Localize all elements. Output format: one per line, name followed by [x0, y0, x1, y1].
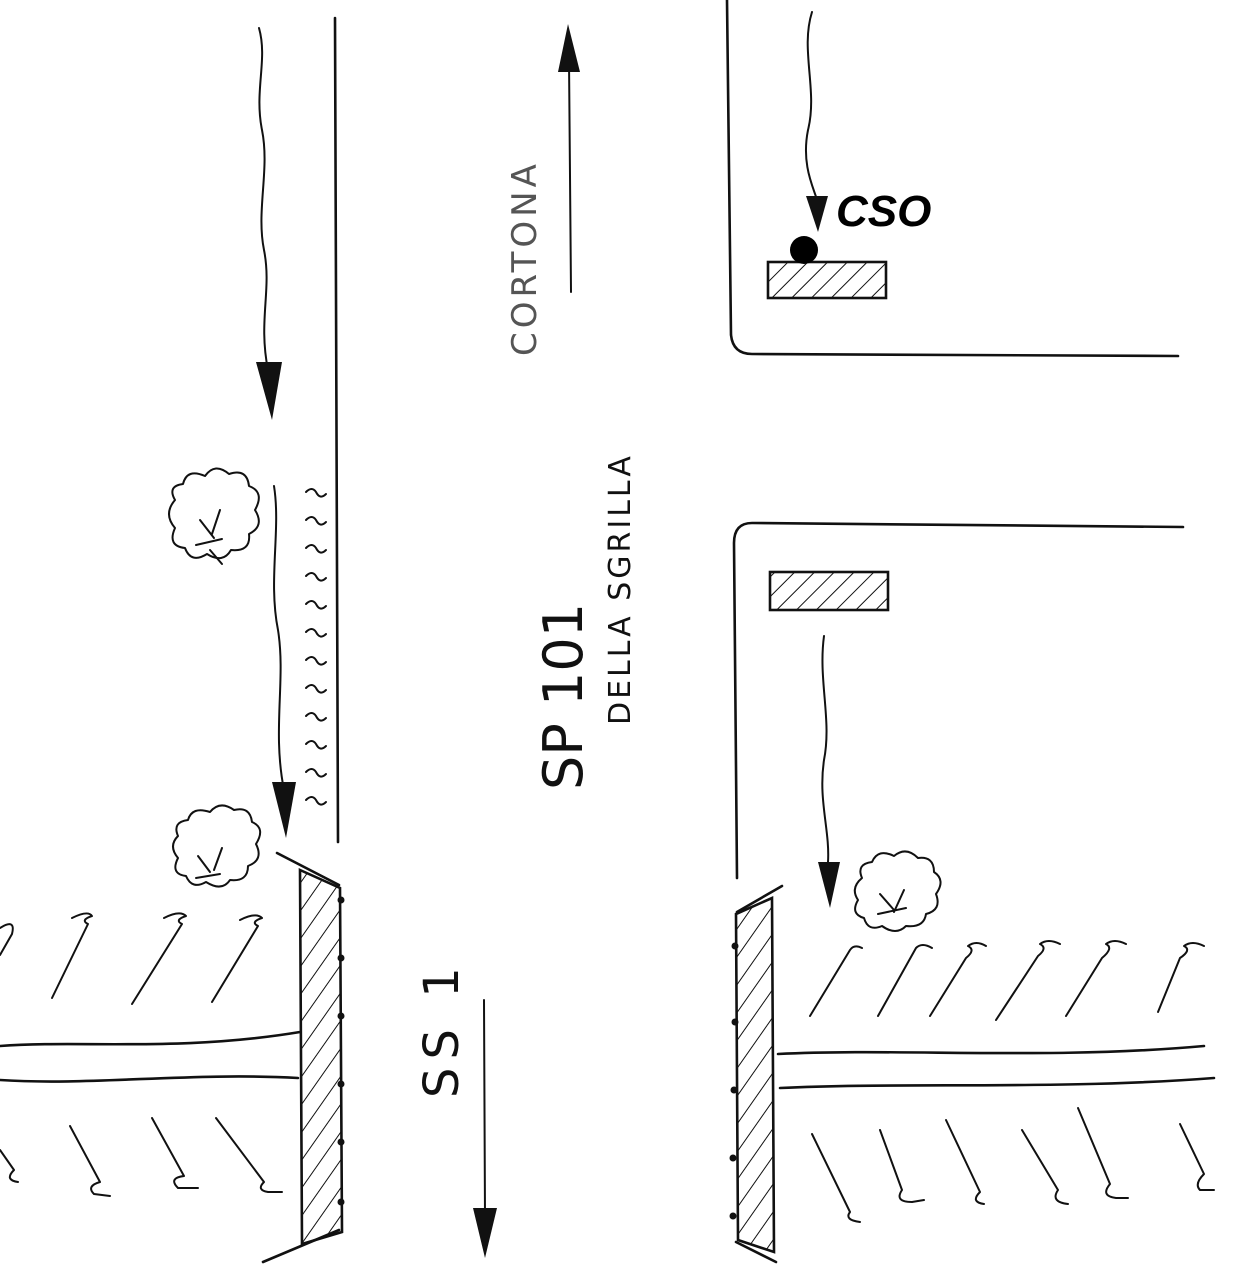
flow-line-right-top [804, 11, 819, 206]
island-left [298, 867, 344, 1246]
field-marks-left [0, 912, 283, 1197]
label-cso: CSO [836, 187, 931, 236]
roadside-marks-left [305, 488, 327, 806]
hatched-block-mid [768, 570, 890, 612]
arrow-down-icon [256, 362, 282, 420]
island-left-entry [275, 851, 341, 887]
island-right [734, 896, 776, 1254]
flow-line-right-bottom [821, 635, 830, 863]
arrow-down-icon [818, 862, 840, 908]
cortona-arrow-shaft [568, 59, 572, 293]
point-marker-icon [790, 236, 818, 264]
island-right-entry [735, 884, 784, 914]
label-cortona: CORTONA [505, 160, 545, 356]
arrow-down-icon [806, 196, 828, 232]
ss1-arrow-shaft [483, 999, 486, 1219]
label-ss: SS 1 [414, 959, 470, 1098]
arrow-up-icon [558, 24, 580, 72]
arrow-down-icon [272, 782, 296, 838]
road-left-edge [333, 16, 340, 844]
cross-road-left-lower [0, 1075, 300, 1083]
cross-road-right-lower [778, 1076, 1216, 1090]
hatched-block-top [766, 260, 888, 300]
flow-line-left-top [258, 27, 269, 371]
island-right-dots [729, 942, 739, 1220]
arrow-down-icon [473, 1208, 497, 1258]
cross-road-right-upper [776, 1044, 1206, 1056]
tree-icon [172, 804, 262, 888]
flow-line-left-mid [273, 485, 285, 791]
island-right-exit [734, 1240, 778, 1264]
tree-icon [853, 850, 942, 932]
island-left-dots [337, 896, 345, 1206]
road-right-edge-lower [732, 521, 1185, 880]
road-right-edge-upper [725, 0, 1180, 358]
tree-icon [168, 467, 260, 565]
label-road-sp: SP 101 [532, 603, 595, 790]
field-marks-right [809, 940, 1215, 1223]
cross-road-left-upper [0, 1030, 302, 1048]
island-left-exit [261, 1228, 341, 1264]
label-road-name: DELLA SGRILLA [603, 453, 638, 725]
